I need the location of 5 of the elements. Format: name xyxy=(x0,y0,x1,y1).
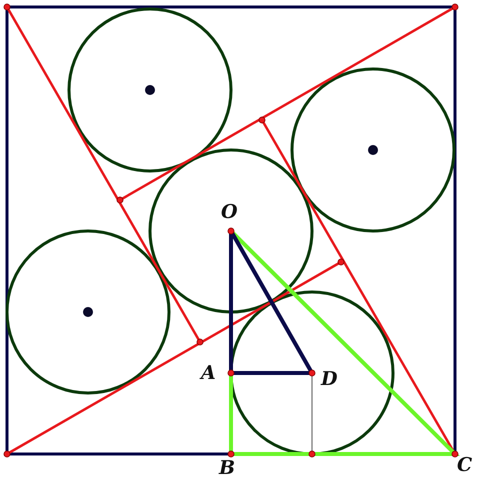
point-label: A xyxy=(201,364,216,383)
point-label: D xyxy=(321,370,338,389)
point-label: C xyxy=(457,456,472,475)
point-label: B xyxy=(219,459,236,478)
point-label: O xyxy=(221,203,238,222)
